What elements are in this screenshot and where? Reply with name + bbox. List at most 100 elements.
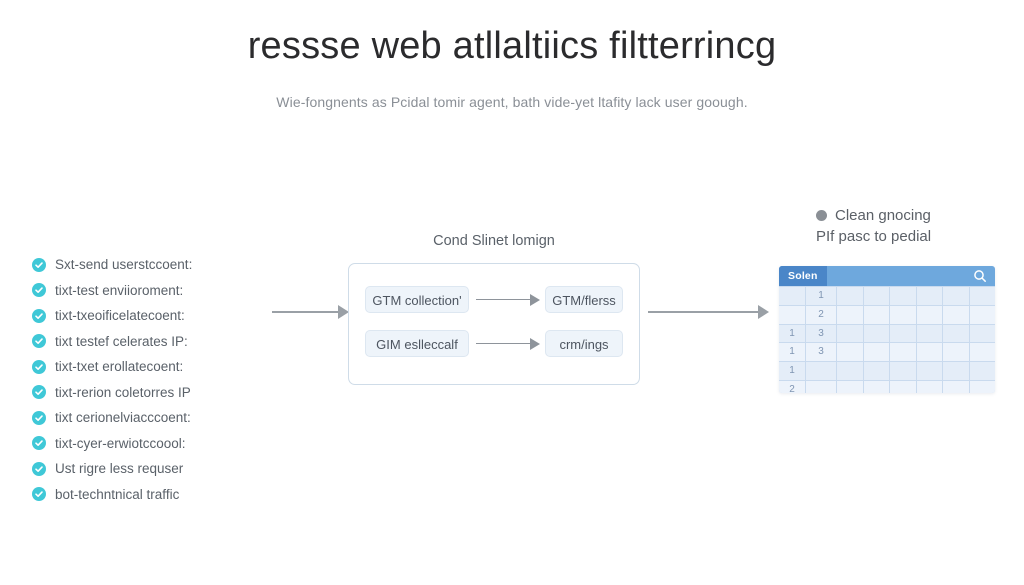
checklist-item[interactable]: tixt-rerion coletorres IP — [32, 380, 272, 406]
spreadsheet-cell[interactable] — [943, 380, 969, 393]
spreadsheet-cell[interactable] — [837, 343, 863, 362]
arrow-shaft — [272, 311, 339, 313]
spreadsheet-cell[interactable] — [779, 305, 805, 324]
checklist-item[interactable]: bot-techntnical traffic — [32, 482, 272, 508]
check-circle-icon — [32, 410, 46, 425]
checklist-item-label: bot-techntnical traffic — [55, 486, 180, 502]
pipeline-title: Cond Slinet lomign — [433, 233, 555, 249]
spreadsheet-cell[interactable] — [779, 287, 805, 305]
arrow-head — [530, 337, 540, 350]
spreadsheet-cell[interactable] — [837, 305, 863, 324]
check-circle-icon — [32, 334, 46, 349]
spreadsheet-cell[interactable] — [863, 305, 889, 324]
legend-secondary-label: PIf pasc to pedial — [816, 228, 932, 245]
checklist-item[interactable]: tixt testef celerates IP: — [32, 329, 272, 355]
spreadsheet-cell[interactable] — [969, 324, 995, 343]
spreadsheet-cell[interactable] — [890, 287, 916, 305]
pipeline-box: GTM collection' GTM/flerss GIM eslleccal… — [348, 263, 640, 385]
search-icon[interactable] — [973, 269, 987, 288]
spreadsheet-cell[interactable] — [916, 362, 942, 380]
check-circle-icon — [32, 385, 46, 400]
spreadsheet-cell[interactable] — [916, 380, 942, 393]
spreadsheet-cell[interactable] — [943, 287, 969, 305]
spreadsheet-cell[interactable] — [863, 343, 889, 362]
spreadsheet-cell[interactable] — [837, 362, 863, 380]
checklist-item-label: tixt-txeoificelatecoent: — [55, 308, 185, 324]
spreadsheet-cell[interactable]: 3 — [806, 343, 836, 362]
spreadsheet-cell[interactable] — [890, 305, 916, 324]
spreadsheet-cell[interactable]: 1 — [806, 287, 836, 305]
checklist-item[interactable]: tixt-test enviioroment: — [32, 278, 272, 304]
pipeline-target-chip[interactable]: crm/ings — [545, 330, 623, 357]
spreadsheet-cell[interactable]: 2 — [806, 305, 836, 324]
spreadsheet-cell[interactable] — [916, 343, 942, 362]
check-circle-icon — [32, 257, 46, 272]
spreadsheet-cell[interactable]: 2 — [779, 380, 805, 393]
spreadsheet-cell[interactable] — [890, 362, 916, 380]
check-circle-icon — [32, 461, 46, 476]
checklist: Sxt-send userstccoent: tixt-test enviioro… — [32, 252, 272, 507]
pipeline-source-chip[interactable]: GTM collection' — [365, 286, 469, 313]
spreadsheet-cell[interactable] — [890, 324, 916, 343]
checklist-item[interactable]: Sxt-send userstccoent: — [32, 252, 272, 278]
checklist-item-label: tixt cerionelviacccoent: — [55, 410, 191, 426]
spreadsheet-cell[interactable] — [890, 343, 916, 362]
checklist-item-label: tixt testef celerates IP: — [55, 333, 188, 349]
spreadsheet-cell[interactable] — [943, 343, 969, 362]
spreadsheet-cell[interactable] — [969, 343, 995, 362]
spreadsheet-cell[interactable]: 3 — [806, 324, 836, 343]
spreadsheet-cell[interactable] — [863, 287, 889, 305]
spreadsheet-cell[interactable] — [916, 305, 942, 324]
legend-primary-label: Clean gnocing — [835, 207, 931, 224]
arrow-left-to-center-icon — [272, 305, 350, 319]
spreadsheet-cell[interactable] — [806, 362, 836, 380]
spreadsheet-cell[interactable] — [863, 380, 889, 393]
pipeline-target-chip[interactable]: GTM/flerss — [545, 286, 623, 313]
spreadsheet-cell[interactable] — [943, 362, 969, 380]
checklist-item-label: tixt-rerion coletorres IP — [55, 384, 191, 400]
spreadsheet-cell[interactable] — [969, 362, 995, 380]
spreadsheet-cell[interactable] — [916, 324, 942, 343]
legend: Clean gnocing PIf pasc to pedial — [816, 205, 1016, 247]
spreadsheet-cell[interactable] — [969, 380, 995, 393]
pipeline-row: GTM collection' GTM/flerss — [365, 286, 623, 313]
spreadsheet-cell[interactable]: 1 — [779, 343, 805, 362]
spreadsheet-cell[interactable] — [969, 287, 995, 305]
pipeline-arrow-icon — [474, 293, 540, 306]
spreadsheet-cell[interactable]: 1 — [779, 324, 805, 343]
spreadsheet-cell[interactable] — [943, 305, 969, 324]
checklist-item-label: tixt-txet erollatecoent: — [55, 359, 184, 375]
checklist-item-label: tixt-test enviioroment: — [55, 282, 184, 298]
spreadsheet-cell[interactable]: 1 — [779, 362, 805, 380]
spreadsheet-cell[interactable] — [943, 324, 969, 343]
page-subtitle: Wie-fongnents as Pcidal tomir agent, bat… — [276, 94, 748, 110]
arrow-shaft — [476, 298, 531, 301]
spreadsheet-cell[interactable] — [863, 362, 889, 380]
check-circle-icon — [32, 308, 46, 323]
spreadsheet-cell[interactable] — [916, 287, 942, 305]
legend-primary: Clean gnocing — [816, 205, 1016, 226]
spreadsheet-cell[interactable] — [837, 287, 863, 305]
page-title: ressse web atllaltiics filtterrincg — [247, 25, 777, 67]
pipeline-arrow-icon — [474, 337, 540, 350]
checklist-item-label: Sxt-send userstccoent: — [55, 257, 193, 273]
checklist-item[interactable]: tixt-cyer-erwiotccoool: — [32, 431, 272, 457]
check-circle-icon — [32, 436, 46, 451]
spreadsheet-cell[interactable] — [969, 305, 995, 324]
arrow-head — [530, 293, 540, 306]
checklist-item[interactable]: tixt-txet erollatecoent: — [32, 354, 272, 380]
spreadsheet-cell[interactable] — [806, 380, 836, 393]
spreadsheet-cell[interactable] — [890, 380, 916, 393]
spreadsheet-cell[interactable] — [837, 380, 863, 393]
spreadsheet-header: Solen — [779, 266, 995, 286]
spreadsheet-cell[interactable] — [837, 324, 863, 343]
checklist-item[interactable]: tixt cerionelviacccoent: — [32, 405, 272, 431]
checklist-item[interactable]: Ust rigre less requser — [32, 456, 272, 482]
spreadsheet-cell[interactable] — [863, 324, 889, 343]
checklist-item[interactable]: tixt-txeoificelatecoent: — [32, 303, 272, 329]
pipeline-source-chip[interactable]: GIM eslleccalf — [365, 330, 469, 357]
pipeline-row: GIM eslleccalf crm/ings — [365, 330, 623, 357]
spreadsheet-tab[interactable]: Solen — [779, 266, 827, 286]
